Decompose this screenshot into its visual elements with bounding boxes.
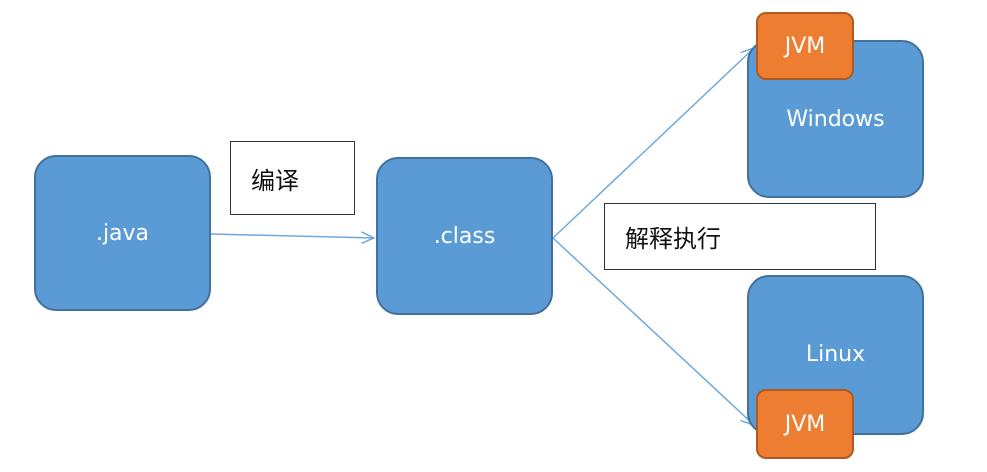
jvm-windows-badge: JVM [756, 12, 854, 80]
linux-label: Linux [805, 341, 866, 367]
interpret-label: 解释执行 [625, 225, 721, 253]
compile-label-box: 编译 [230, 141, 355, 215]
java-source-node: .java [34, 155, 211, 311]
compile-label: 编译 [251, 166, 299, 195]
jvm-linux-badge: JVM [756, 389, 854, 459]
class-file-label: .class [433, 223, 496, 249]
jvm-linux-label: JVM [784, 411, 826, 437]
class-file-node: .class [376, 157, 553, 315]
windows-label: Windows [786, 106, 885, 132]
arrow-class-to-linux [552, 237, 754, 425]
java-source-label: .java [95, 220, 150, 246]
jvm-windows-label: JVM [784, 33, 826, 59]
interpret-label-box: 解释执行 [604, 203, 876, 270]
arrow-class-to-windows [552, 48, 754, 239]
arrow-java-to-class [210, 234, 374, 238]
